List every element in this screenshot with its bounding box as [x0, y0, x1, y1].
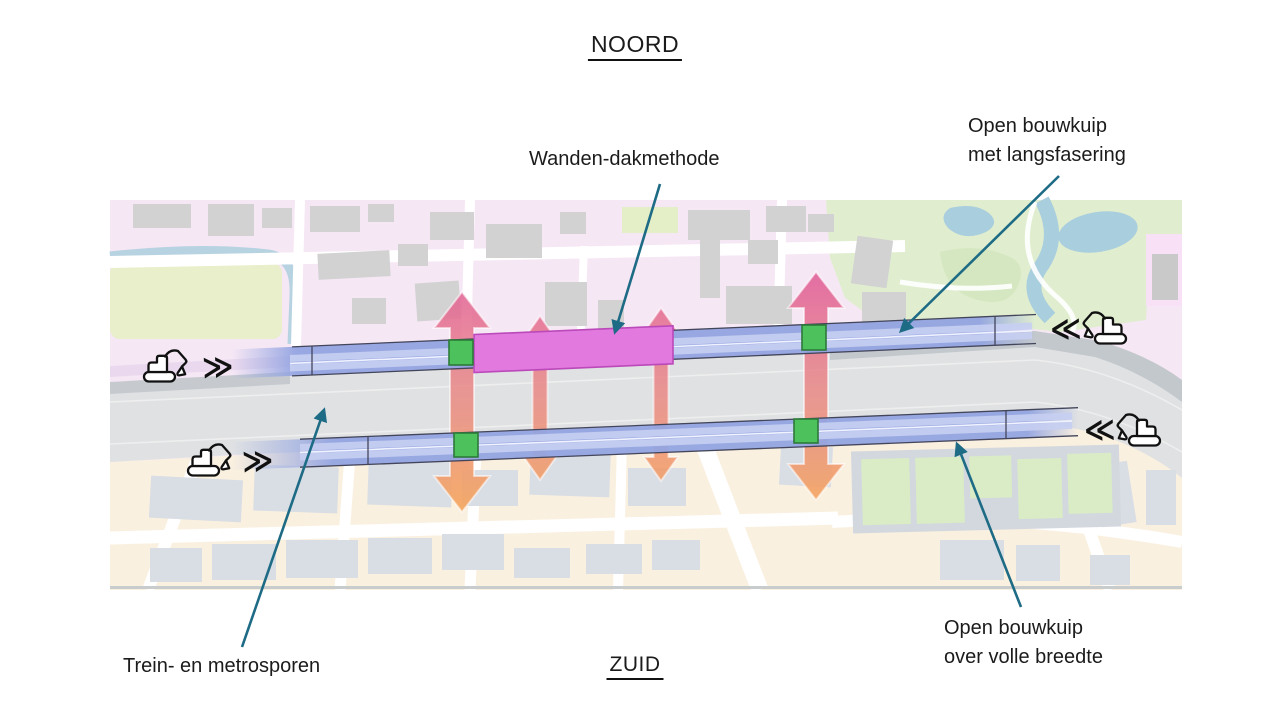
sports-complex — [850, 444, 1122, 534]
arrow-trein-en-metrosporen — [240, 407, 328, 648]
map-background — [109, 196, 1184, 594]
label-line: Open bouwkuip — [944, 617, 1083, 639]
canal — [109, 245, 299, 345]
label-line: over volle breedte — [944, 646, 1103, 668]
label-trein-en-metrosporen: Trein- en metrosporen — [123, 655, 321, 677]
wanden-dak-section — [473, 324, 674, 374]
river — [1026, 196, 1059, 324]
chevron-right-icon: ≫ — [241, 443, 274, 480]
label-open-bouwkuip-volle-breedte: Open bouwkuip over volle breedte — [944, 614, 1103, 672]
phase-marker-north-west — [448, 339, 474, 366]
label-line: Open bouwkuip — [968, 115, 1107, 137]
label-line: met langsfasering — [968, 144, 1126, 166]
flow-arrow-large-east — [785, 270, 847, 502]
flow-arrow-large-west — [431, 290, 493, 514]
pond — [1058, 211, 1138, 253]
phase-marker-south-east — [793, 418, 819, 444]
label-wanden-dakmethode: Wanden-dakmethode — [529, 148, 720, 170]
arrow-wanden-dakmethode — [611, 183, 662, 335]
bouwkuip-strip-south — [232, 407, 1079, 470]
compass-north-label: NOORD — [587, 31, 683, 61]
arrow-open-bouwkuip-volle-breedte — [954, 441, 1023, 608]
chevron-left-icon: ≪ — [1049, 311, 1082, 348]
annotation-arrows — [240, 175, 1060, 648]
chevron-right-icon: ≫ — [201, 349, 234, 386]
arrow-open-bouwkuip-langsfasering — [898, 175, 1060, 334]
park-north-west — [110, 263, 282, 339]
label-open-bouwkuip-langsfasering: Open bouwkuip met langsfasering — [968, 112, 1126, 170]
chevron-left-icon: ≪ — [1083, 412, 1116, 449]
compass-south-label: ZUID — [606, 653, 664, 680]
phase-marker-north-east — [801, 324, 827, 351]
work-direction-markers: ≫ ≫ ≪ ≪ — [142, 311, 1162, 480]
phase-marker-south-west — [453, 432, 479, 458]
